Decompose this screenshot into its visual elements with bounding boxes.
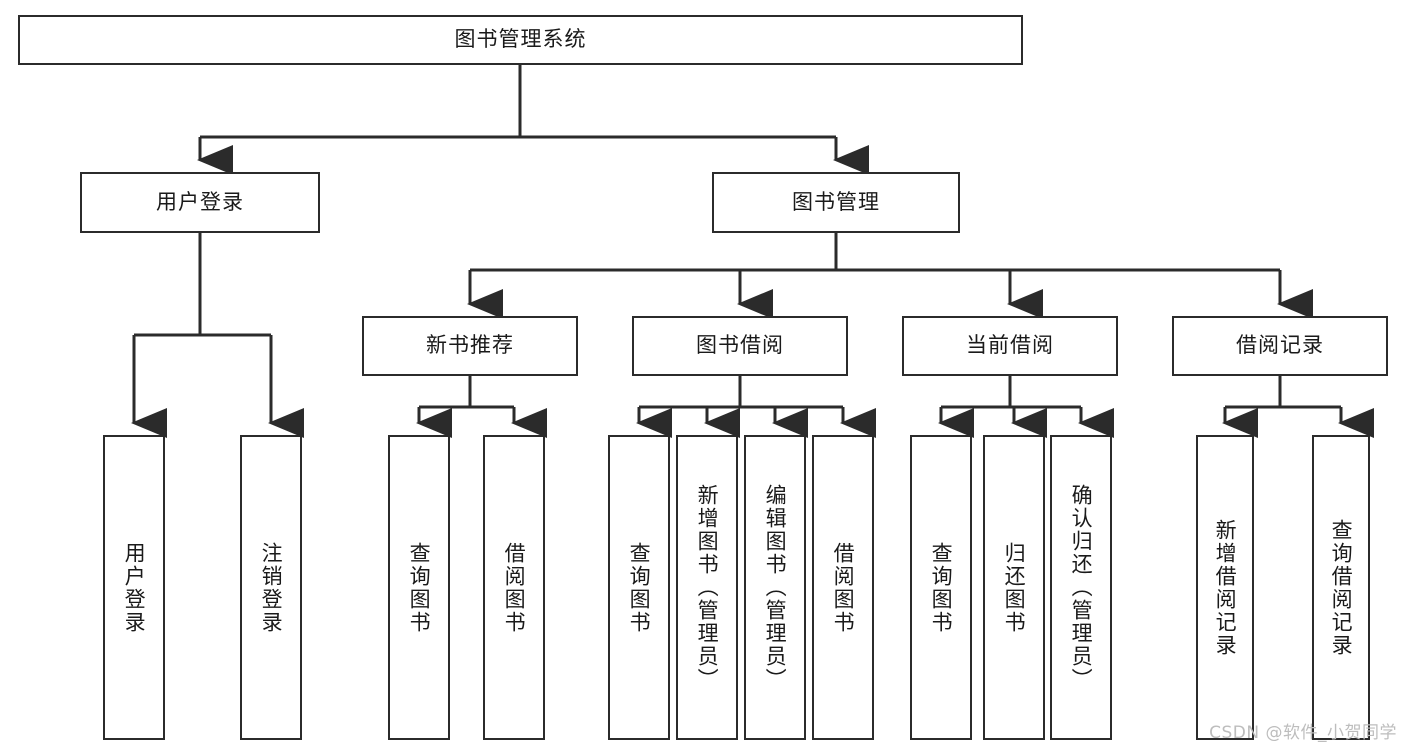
- node-leaf-12[interactable]: 新增借阅记录: [1196, 435, 1254, 740]
- node-leaf-6[interactable]: 新增图书（管理员）: [676, 435, 738, 740]
- node-level2-1[interactable]: 用户登录: [80, 172, 320, 233]
- node-leaf-12-label: 新增借阅记录: [1213, 518, 1238, 657]
- node-leaf-10-label: 归还图书: [1002, 541, 1027, 634]
- node-leaf-8-label: 借阅图书: [831, 541, 856, 634]
- node-leaf-2-label: 注销登录: [259, 541, 284, 634]
- node-leaf-1-label: 用户登录: [122, 541, 147, 634]
- node-level3-4[interactable]: 借阅记录: [1172, 316, 1388, 376]
- node-leaf-7-label: 编辑图书（管理员）: [763, 484, 788, 691]
- node-level3-3[interactable]: 当前借阅: [902, 316, 1118, 376]
- node-level3-2[interactable]: 图书借阅: [632, 316, 848, 376]
- node-leaf-13[interactable]: 查询借阅记录: [1312, 435, 1370, 740]
- watermark: CSDN @软件_小贺同学: [1209, 723, 1397, 743]
- node-leaf-3[interactable]: 查询图书: [388, 435, 450, 740]
- node-leaf-1[interactable]: 用户登录: [103, 435, 165, 740]
- node-leaf-3-label: 查询图书: [407, 541, 432, 634]
- node-leaf-7[interactable]: 编辑图书（管理员）: [744, 435, 806, 740]
- node-leaf-4-label: 借阅图书: [502, 541, 527, 634]
- node-leaf-8[interactable]: 借阅图书: [812, 435, 874, 740]
- node-leaf-4[interactable]: 借阅图书: [483, 435, 545, 740]
- node-root[interactable]: 图书管理系统: [18, 15, 1023, 65]
- node-leaf-2[interactable]: 注销登录: [240, 435, 302, 740]
- node-leaf-9-label: 查询图书: [929, 541, 954, 634]
- node-level3-1[interactable]: 新书推荐: [362, 316, 578, 376]
- node-leaf-11[interactable]: 确认归还（管理员）: [1050, 435, 1112, 740]
- node-leaf-9[interactable]: 查询图书: [910, 435, 972, 740]
- node-leaf-6-label: 新增图书（管理员）: [695, 484, 720, 691]
- node-leaf-5-label: 查询图书: [627, 541, 652, 634]
- node-leaf-13-label: 查询借阅记录: [1329, 518, 1354, 657]
- node-level2-2[interactable]: 图书管理: [712, 172, 960, 233]
- node-leaf-5[interactable]: 查询图书: [608, 435, 670, 740]
- node-leaf-10[interactable]: 归还图书: [983, 435, 1045, 740]
- node-leaf-11-label: 确认归还（管理员）: [1069, 484, 1094, 691]
